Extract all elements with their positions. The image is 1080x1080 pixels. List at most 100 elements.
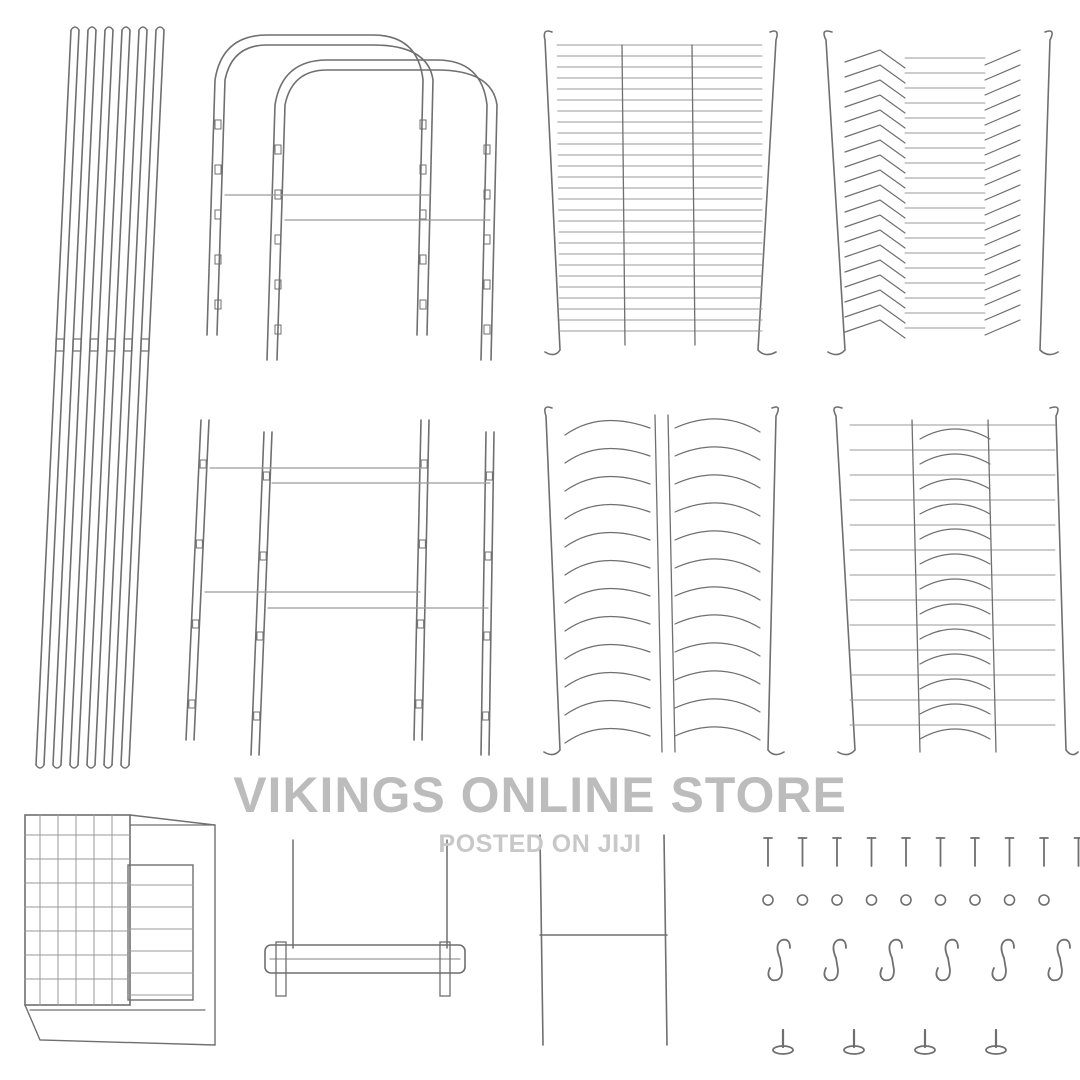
plate-prong [984, 124, 1021, 141]
s-hook [991, 938, 1015, 982]
plate-prong [844, 139, 906, 159]
rack-spine [987, 419, 997, 753]
plate-arc [564, 727, 651, 744]
plate-arc [674, 502, 761, 517]
plate-arc [919, 553, 991, 565]
frame-leg [539, 834, 544, 1046]
foot-pad [843, 1045, 865, 1055]
u-frame-hole [274, 234, 282, 245]
plate-prong [844, 154, 906, 174]
rack-side [757, 30, 778, 356]
plate-arc [674, 670, 761, 685]
plate-arc [674, 586, 761, 601]
plate-prong [984, 229, 1021, 246]
washer [1038, 894, 1050, 906]
rack-spine [911, 419, 921, 753]
post-hole [420, 459, 428, 469]
post-hole [195, 539, 203, 549]
pole-joint [89, 338, 99, 352]
pole-cap [155, 26, 165, 31]
washer [796, 894, 809, 906]
rack-spine [621, 44, 626, 346]
rack-side [543, 30, 561, 356]
pole-edge [35, 29, 72, 766]
s-hook [1047, 938, 1071, 982]
rack-side [767, 406, 785, 756]
pole-cap [35, 764, 45, 769]
washer [934, 894, 947, 906]
s-hook [767, 938, 791, 982]
plate-arc [564, 531, 651, 548]
pole-edge [94, 29, 131, 766]
plate-prong [844, 64, 906, 84]
towel-bar [264, 839, 466, 997]
pole-cap [87, 26, 97, 31]
rack-spine [691, 44, 696, 346]
pole-cap [138, 26, 148, 31]
pole-joint [140, 338, 150, 352]
plate-prong [844, 229, 906, 249]
post-edge [250, 431, 265, 756]
u-frame-hole [214, 164, 222, 175]
basket-front [24, 814, 131, 1006]
u-frame-hole [483, 189, 491, 200]
plate-prong [984, 214, 1021, 231]
plate-arc [919, 478, 991, 490]
u-frame-hole [419, 209, 427, 220]
washer [831, 894, 843, 906]
u-frame-hole [419, 299, 427, 310]
bar-frame [264, 944, 466, 974]
plate-arc [919, 503, 991, 515]
plate-arc [674, 642, 761, 657]
plate-prong [844, 199, 906, 219]
plate-arc [564, 419, 651, 436]
side-posts [185, 419, 495, 756]
s-hooks [767, 938, 1071, 982]
foot-pad [985, 1045, 1007, 1055]
u-frame-tube [276, 69, 498, 361]
plate-arc [564, 615, 651, 632]
pole-cap [69, 764, 79, 769]
rack-spine [654, 414, 663, 753]
plate-prong [984, 274, 1021, 291]
plate-arc [919, 528, 991, 540]
plate-prong [844, 304, 906, 324]
plate-prong [984, 304, 1021, 321]
plate-rack-angled [823, 30, 1059, 356]
plate-rack-curved [543, 406, 785, 756]
plate-arc [919, 428, 991, 440]
pole-edge [86, 29, 123, 766]
plate-prong [984, 184, 1021, 201]
rack-side [833, 406, 856, 756]
washer [762, 894, 774, 906]
u-frame-tube [216, 44, 434, 336]
pole-edge [120, 29, 157, 766]
pole-cap [120, 764, 130, 769]
pole-edge [60, 29, 97, 766]
plate-prong [984, 109, 1021, 126]
washer [969, 894, 981, 906]
u-frame-hole [419, 119, 427, 130]
basket-back [24, 814, 216, 1046]
plate-prong [984, 154, 1021, 171]
post-hole [192, 619, 200, 629]
plate-arc [564, 503, 651, 520]
plate-prong [984, 94, 1021, 111]
plate-arc [564, 699, 651, 716]
u-frame-hole [419, 164, 427, 175]
u-frame-hole [214, 299, 222, 310]
washer [865, 894, 878, 906]
pole-joint [55, 338, 65, 352]
post-hole [259, 551, 267, 561]
post-hole [256, 631, 264, 641]
plate-arc [919, 728, 991, 740]
plate-arc [919, 678, 991, 690]
foot-pad [772, 1045, 794, 1055]
pole-cap [70, 26, 80, 31]
pole-cap [121, 26, 131, 31]
post-edge [413, 419, 422, 741]
plate-prong [844, 214, 906, 234]
plate-arc [564, 587, 651, 604]
plate-arc [564, 671, 651, 688]
plate-arc [919, 653, 991, 665]
